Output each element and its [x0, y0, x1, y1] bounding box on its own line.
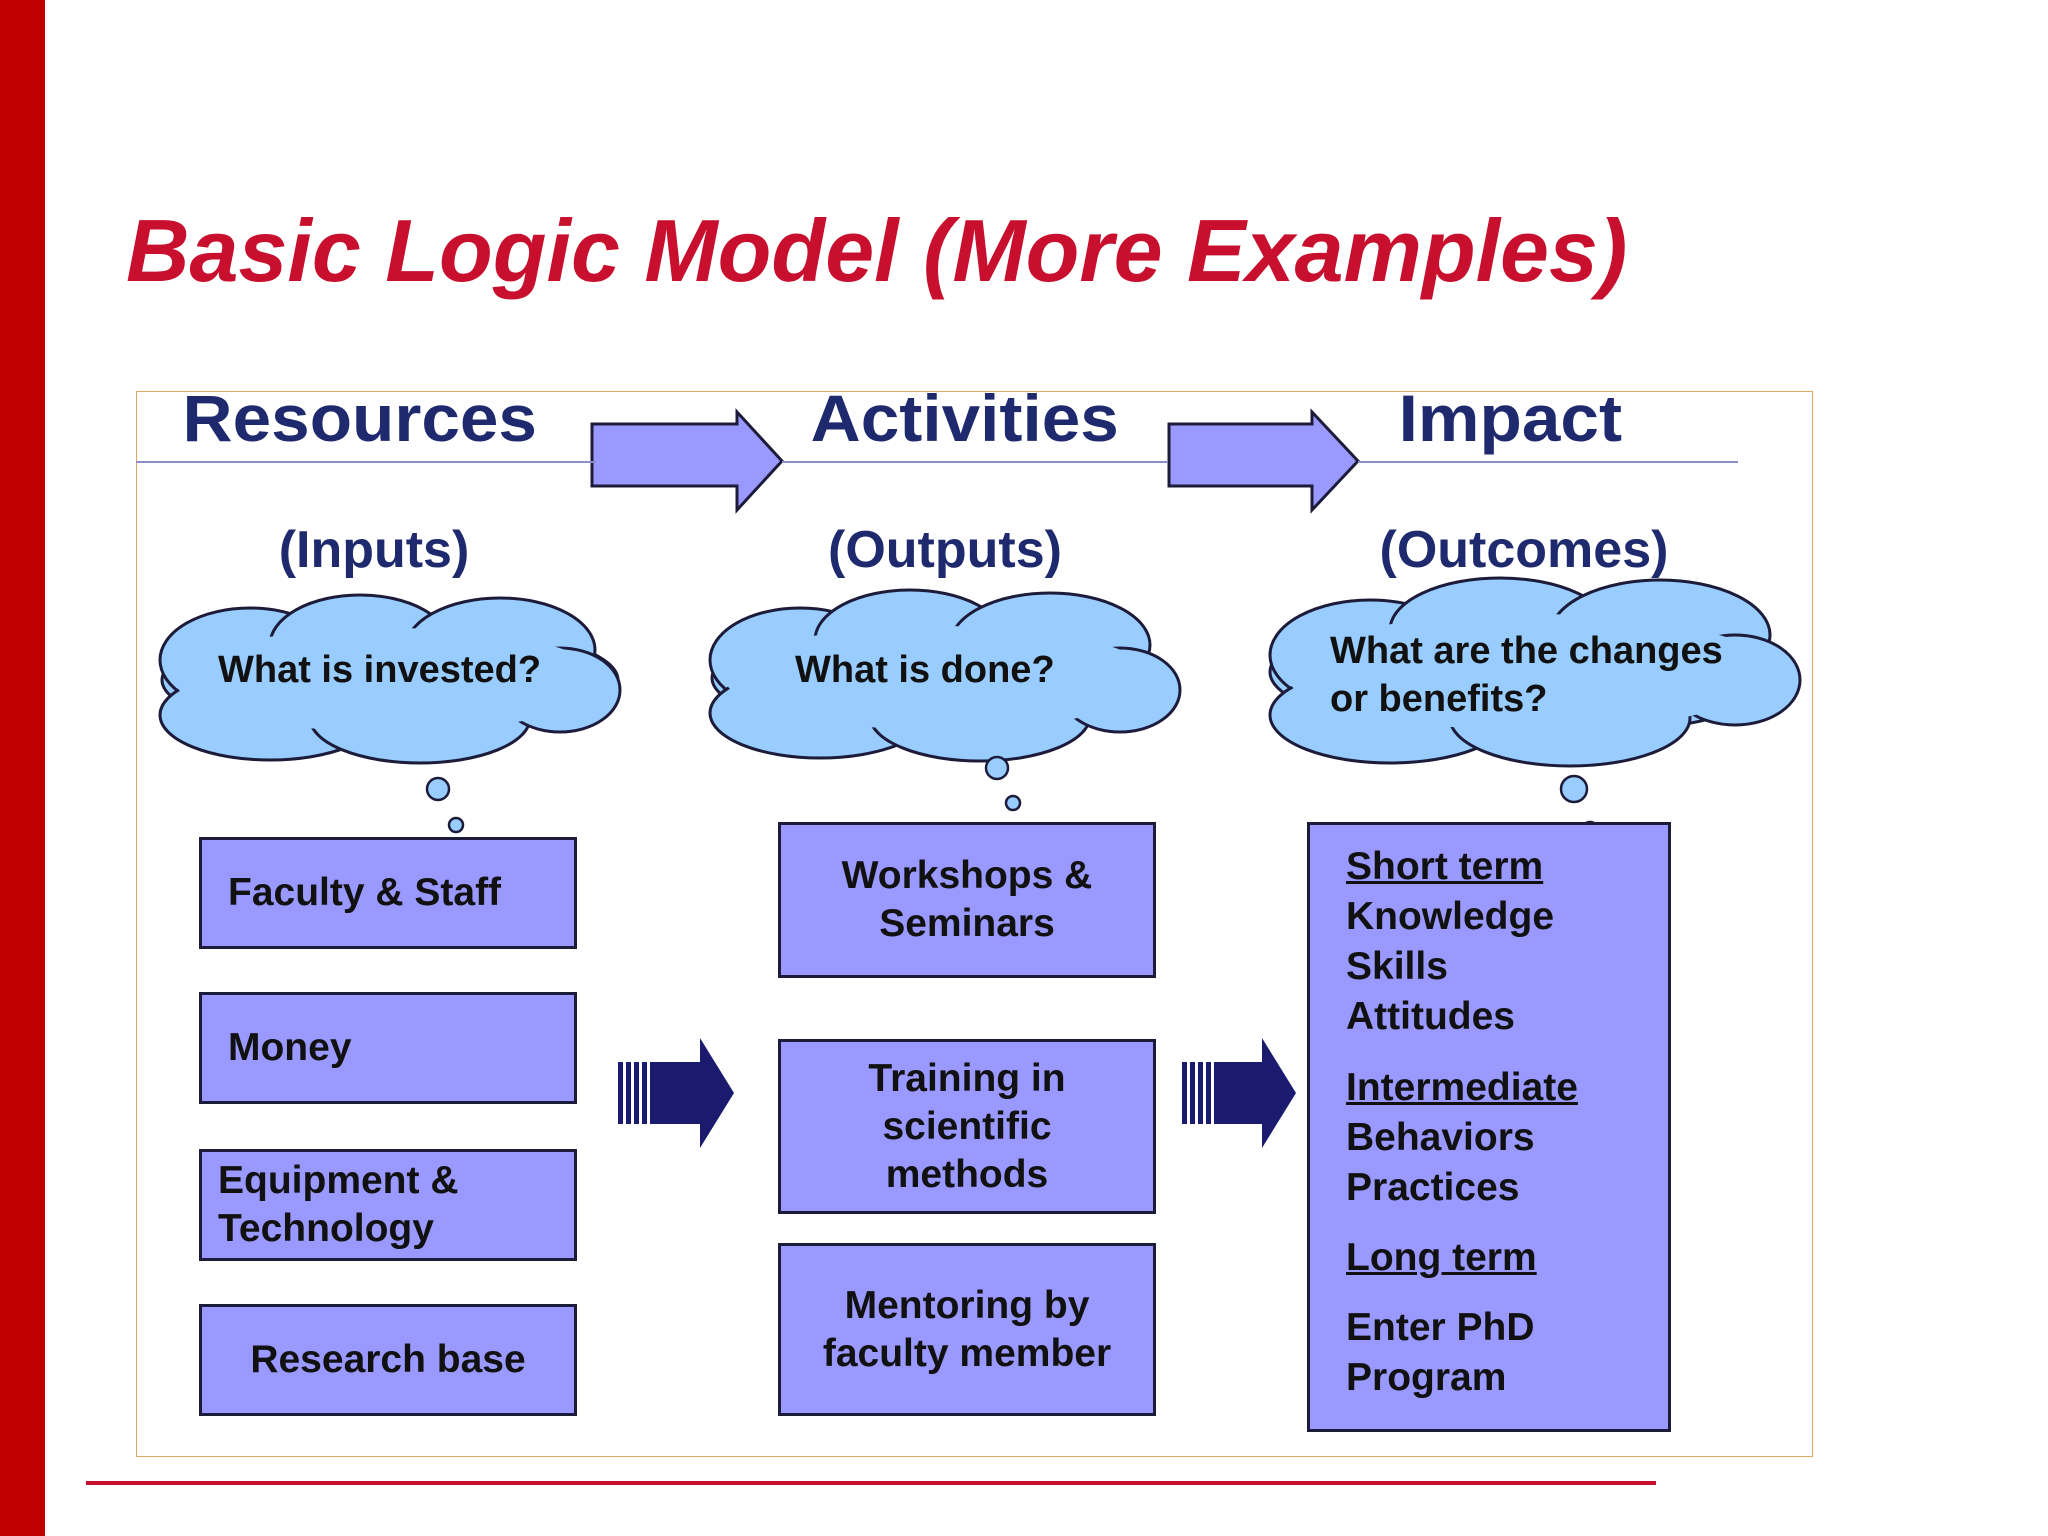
resource-label: Money: [228, 1026, 352, 1069]
left-accent-bar: [0, 0, 45, 1536]
impact-line: Practices: [1346, 1166, 1520, 1209]
flow-arrow-1-icon: [618, 1038, 734, 1148]
intermediate-label: Intermediate: [1346, 1066, 1578, 1109]
activity-box: Mentoring by faculty member: [778, 1243, 1156, 1416]
resource-label: Equipment & Technology: [218, 1159, 459, 1250]
diagram-frame: [136, 391, 1813, 1457]
activity-label: Workshops & Seminars: [841, 854, 1093, 945]
resources-question: What is invested?: [218, 649, 542, 691]
long-term-label: Long term: [1346, 1236, 1537, 1279]
heading-underline: [136, 461, 596, 463]
activity-label: Training in scientific methods: [868, 1056, 1066, 1196]
activity-box: Training in scientific methods: [778, 1039, 1156, 1214]
resource-box: Money: [199, 992, 577, 1104]
activity-box: Workshops & Seminars: [778, 822, 1156, 978]
flow-arrow-2-icon: [1182, 1038, 1296, 1148]
impact-line: Knowledge: [1346, 895, 1555, 938]
resource-box: Research base: [199, 1304, 577, 1416]
impact-line: Attitudes: [1346, 995, 1515, 1038]
activity-label: Mentoring by faculty member: [822, 1283, 1112, 1375]
bottom-rule: [86, 1481, 1656, 1485]
impact-box: Short term Knowledge Skills Attitudes In…: [1307, 822, 1671, 1432]
impact-line: Skills: [1346, 945, 1448, 988]
impact-heading: Impact: [1398, 381, 1622, 455]
thought-cloud-icon: [708, 588, 1182, 763]
heading-underline: [1358, 461, 1738, 463]
resource-label: Faculty & Staff: [228, 871, 502, 914]
resources-heading: Resources: [182, 381, 538, 455]
header-arrow-1-icon: [590, 408, 785, 514]
impact-line: Program: [1346, 1356, 1507, 1399]
inputs-subheading: (Inputs): [278, 521, 470, 579]
impact-question-line2: or benefits?: [1330, 678, 1548, 720]
outputs-subheading: (Outputs): [828, 521, 1062, 579]
resource-box: Faculty & Staff: [199, 837, 577, 949]
heading-underline: [782, 461, 1168, 463]
resource-label: Research base: [250, 1338, 526, 1381]
thought-cloud-icon: [1268, 576, 1802, 768]
impact-line: Behaviors: [1346, 1116, 1535, 1159]
activities-question: What is done?: [795, 649, 1055, 691]
resource-box: Equipment & Technology: [199, 1149, 577, 1261]
impact-line: Enter PhD: [1346, 1306, 1535, 1349]
short-term-label: Short term: [1346, 845, 1544, 888]
slide-title: Basic Logic Model (More Examples): [126, 201, 1628, 300]
thought-cloud-icon: [158, 593, 622, 765]
outcomes-subheading: (Outcomes): [1379, 521, 1669, 579]
header-arrow-2-icon: [1167, 408, 1361, 514]
impact-question-line1: What are the changes: [1330, 630, 1723, 672]
activities-heading: Activities: [810, 381, 1120, 455]
